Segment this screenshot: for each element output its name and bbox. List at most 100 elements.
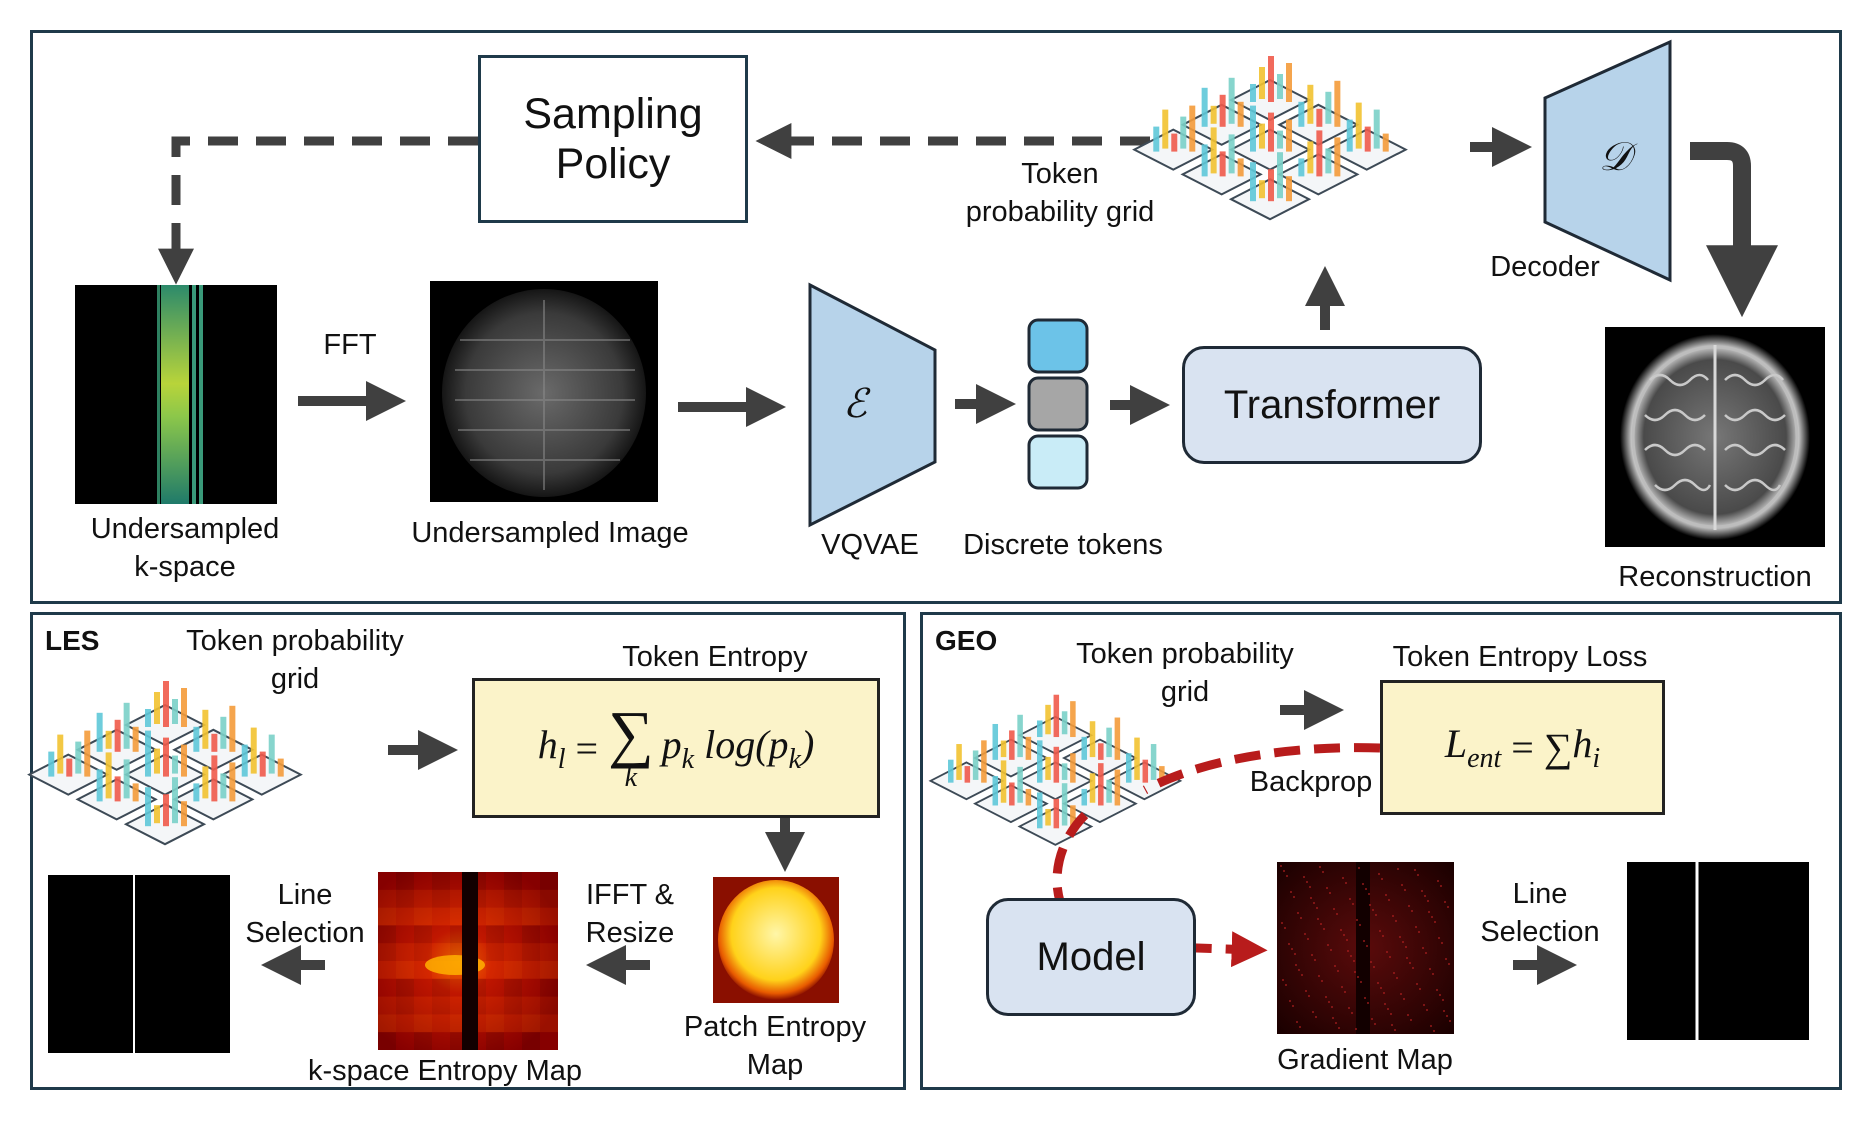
gradient-speck — [1400, 993, 1402, 995]
entropy-cell — [414, 1014, 432, 1033]
entropy-cell — [540, 961, 558, 979]
gradient-speck — [1364, 997, 1366, 999]
gradient-speck — [1292, 1005, 1294, 1007]
token-mid — [1027, 376, 1089, 432]
les-line-selection-line2: Selection — [245, 917, 365, 949]
gradient-speck — [1363, 940, 1365, 942]
gradient-speck — [1333, 908, 1335, 910]
entropy-cell — [540, 1032, 558, 1050]
gradient-speck — [1337, 970, 1339, 972]
grid-bar — [211, 755, 218, 802]
grid-bar — [1219, 151, 1226, 177]
formula-sum: ∑ k — [608, 698, 654, 793]
gradient-speck — [1448, 963, 1450, 965]
grid-bar — [172, 699, 178, 724]
entropy-cell — [378, 925, 396, 944]
token-entropy-loss-box: Lent = ∑ hi — [1380, 680, 1665, 815]
gradient-speck — [1323, 928, 1325, 930]
geo-panel — [920, 612, 1842, 1090]
entropy-cell — [432, 872, 450, 890]
gradient-speck — [1327, 944, 1329, 946]
grid-bar — [1364, 126, 1371, 152]
gradient-speck — [1409, 962, 1411, 964]
entropy-cell — [396, 961, 414, 979]
grid-bar — [1259, 180, 1265, 199]
gradient-speck — [1380, 987, 1382, 989]
model-label: Model — [1036, 934, 1146, 979]
grid-bar — [229, 762, 236, 802]
grid-bar — [154, 748, 160, 774]
grid-bar — [1171, 133, 1178, 152]
gradient-speck — [1424, 895, 1426, 897]
grid-bar — [114, 776, 121, 802]
grid-bar — [1061, 711, 1068, 735]
grid-bar — [1286, 63, 1292, 102]
gradient-speck — [1432, 973, 1434, 975]
grid-bar — [1081, 736, 1088, 760]
token-entropy-label: Token Entropy — [622, 641, 808, 673]
gradient-speck — [1445, 958, 1447, 960]
discrete-tokens — [1027, 318, 1089, 490]
gradient-speck — [1447, 906, 1449, 908]
entropy-cell — [486, 925, 504, 944]
grid-bar — [1125, 753, 1132, 783]
grid-bar — [250, 727, 257, 774]
grid-bar — [1201, 87, 1208, 127]
kspace-entropy-map — [378, 872, 558, 1050]
gradient-speck — [1294, 953, 1296, 955]
entropy-cell — [378, 1014, 396, 1033]
grid-bar — [202, 766, 209, 799]
grid-bar — [1201, 144, 1208, 177]
grid-bar — [1237, 101, 1244, 127]
gradient-speck — [1335, 1022, 1337, 1024]
entropy-cell — [504, 872, 522, 890]
gradient-speck — [1436, 989, 1438, 991]
gradient-speck — [1401, 884, 1403, 886]
gradient-speck — [1405, 946, 1407, 948]
gradient-speck — [1281, 922, 1283, 924]
token-grid-les — [27, 681, 303, 846]
grid-bar — [948, 759, 954, 783]
grid-bar — [1286, 176, 1292, 202]
grid-bar — [132, 726, 139, 752]
formula-pk: pk — [661, 721, 695, 775]
entropy-cell — [522, 907, 540, 926]
model-box: Model — [986, 898, 1196, 1016]
grid-bar — [241, 744, 248, 777]
grid-bar — [1070, 701, 1076, 738]
entropy-cell — [540, 996, 558, 1015]
ifft-resize-line1: IFFT & — [585, 879, 675, 911]
entropy-cell — [486, 943, 504, 961]
les-line-selection-line1: Line — [277, 879, 333, 911]
entropy-cell — [522, 872, 540, 890]
entropy-cell — [540, 943, 558, 961]
gradient-speck — [1367, 1002, 1369, 1004]
undersampled-kspace-line1: Undersampled — [90, 513, 280, 545]
entropy-cell — [486, 1032, 504, 1050]
gradient-speck — [1406, 957, 1408, 959]
token-grid-geo — [928, 694, 1183, 846]
patch-entropy-line2: Map — [746, 1049, 804, 1081]
grid-bar — [1081, 788, 1088, 806]
gradient-speck — [1386, 951, 1388, 953]
grid-bar — [123, 702, 130, 749]
gradient-speck — [1422, 947, 1424, 949]
grid-bar — [1162, 109, 1169, 149]
gradient-speck — [1362, 883, 1364, 885]
gradient-speck — [1303, 876, 1305, 878]
entropy-cell — [486, 872, 504, 890]
vqvae-label: VQVAE — [821, 529, 919, 561]
entropy-cell — [432, 907, 450, 926]
gradient-speck — [1285, 984, 1287, 986]
gradient-speck — [1293, 896, 1295, 898]
gradient-speck — [1320, 923, 1322, 925]
gradient-speck — [1385, 894, 1387, 896]
reconstruction-label: Reconstruction — [1618, 561, 1812, 593]
grid-bar — [1228, 134, 1235, 174]
formula-eq: = — [575, 725, 599, 771]
gradient-speck — [1441, 942, 1443, 944]
gradient-speck — [1350, 955, 1352, 957]
geo-line-mask — [1627, 862, 1809, 1040]
gradient-speck — [1428, 911, 1430, 913]
entropy-cell — [396, 907, 414, 926]
